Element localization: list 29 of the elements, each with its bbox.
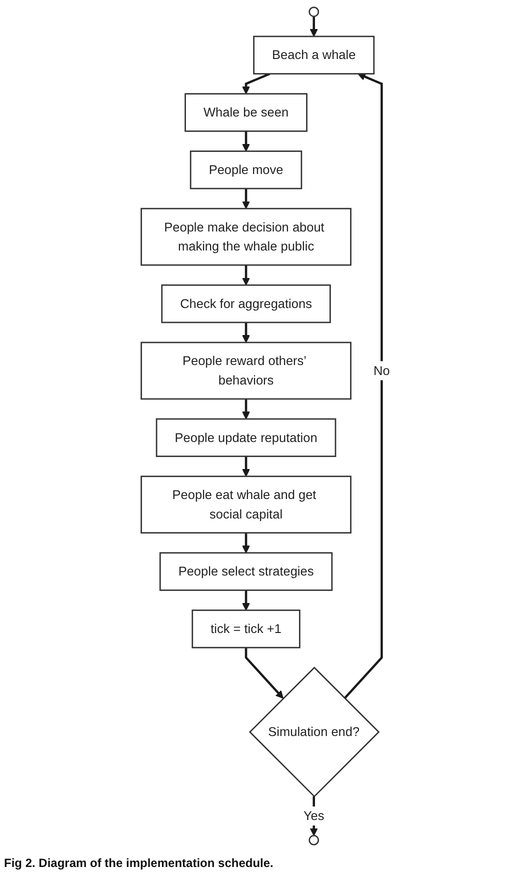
node-box: People eat whale and get social capital [141,476,352,534]
arrow [242,322,250,343]
arrow [242,265,250,286]
node-box: tick = tick +1 [192,610,301,648]
node-box: Check for aggregations [162,284,332,324]
arrow [242,188,250,209]
edge-label: No [374,362,390,378]
arrow [242,456,250,477]
node-box: Beach a whale [254,36,376,74]
arrow [310,16,318,37]
arrow [344,72,384,700]
arrow [310,796,318,836]
arrow [242,532,250,554]
arrow [245,648,284,699]
node-circle [309,834,320,846]
edge-label: Yes [304,808,325,823]
node-diamond: Simulation end? [249,666,380,798]
arrow [242,72,271,94]
node-box: People make decision about making the whale public [141,208,352,266]
node-box: People select strategies [160,552,334,591]
node-box: Whale be seen [185,93,308,132]
arrow [242,590,250,611]
node-box: People move [190,150,303,190]
arrow [242,131,250,152]
node-box: People reward others’ behaviors [141,342,352,400]
node-box: People update reputation [156,418,337,457]
node-circle [309,6,320,18]
arrow [242,398,250,420]
figure-caption: Fig 2. Diagram of the implementation schedule. [4,856,274,870]
